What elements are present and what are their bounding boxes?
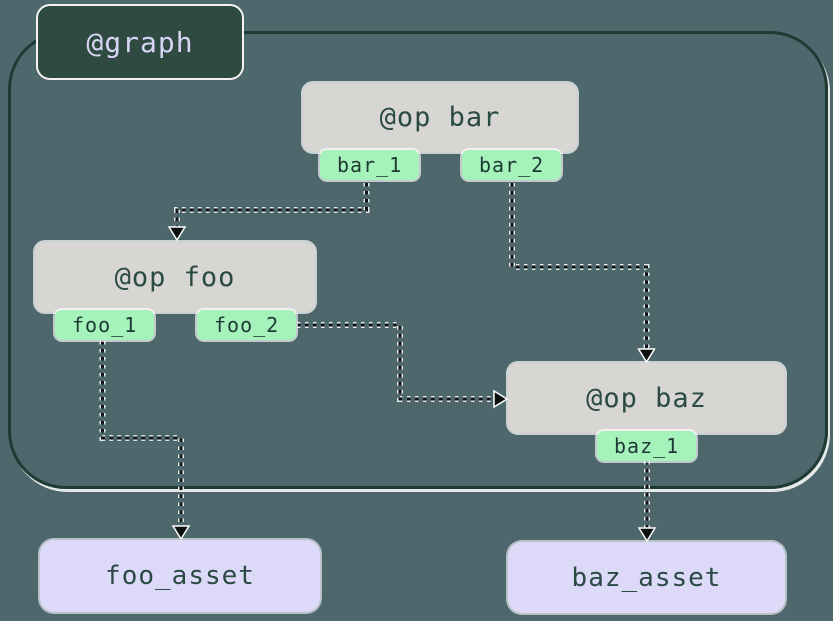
arrowhead-right-icon: [493, 389, 509, 409]
output-tag-bar-2: bar_2: [462, 150, 562, 180]
edge-bar2-to-baz: [509, 183, 656, 364]
op-foo-label: @op foo: [114, 261, 236, 293]
op-node-bar: @op bar bar_1 bar_2: [303, 83, 577, 180]
graph-label-text: @graph: [86, 25, 194, 59]
op-node-foo: @op foo foo_1 foo_2: [35, 242, 315, 340]
arrowhead-down-icon: [171, 525, 191, 541]
arrowhead-down-icon: [637, 348, 656, 364]
graph-label: @graph: [36, 4, 244, 80]
op-baz-label: @op baz: [586, 382, 707, 414]
arrowhead-down-icon: [637, 527, 657, 543]
arrowhead-down-icon: [167, 226, 187, 242]
op-bar-label: @op bar: [379, 102, 501, 133]
asset-baz-label: baz_asset: [571, 562, 722, 593]
asset-node-foo-asset: foo_asset: [40, 540, 320, 612]
edge-bar1-to-foo: [167, 183, 370, 242]
edge-foo1-to-foo-asset: [99, 341, 191, 541]
edge-foo2-to-baz: [297, 322, 509, 409]
graph-boundary: [8, 31, 828, 489]
op-node-baz: @op baz baz_1: [508, 363, 785, 461]
output-tag-foo-1: foo_1: [55, 310, 155, 340]
output-tag-bar-1: bar_1: [320, 150, 420, 180]
output-tag-foo-2: foo_2: [197, 310, 297, 340]
asset-foo-label: foo_asset: [105, 561, 255, 591]
output-tag-baz-1: baz_1: [597, 431, 697, 461]
edge-baz1-to-baz-asset: [637, 461, 657, 543]
asset-node-baz-asset: baz_asset: [508, 542, 785, 613]
